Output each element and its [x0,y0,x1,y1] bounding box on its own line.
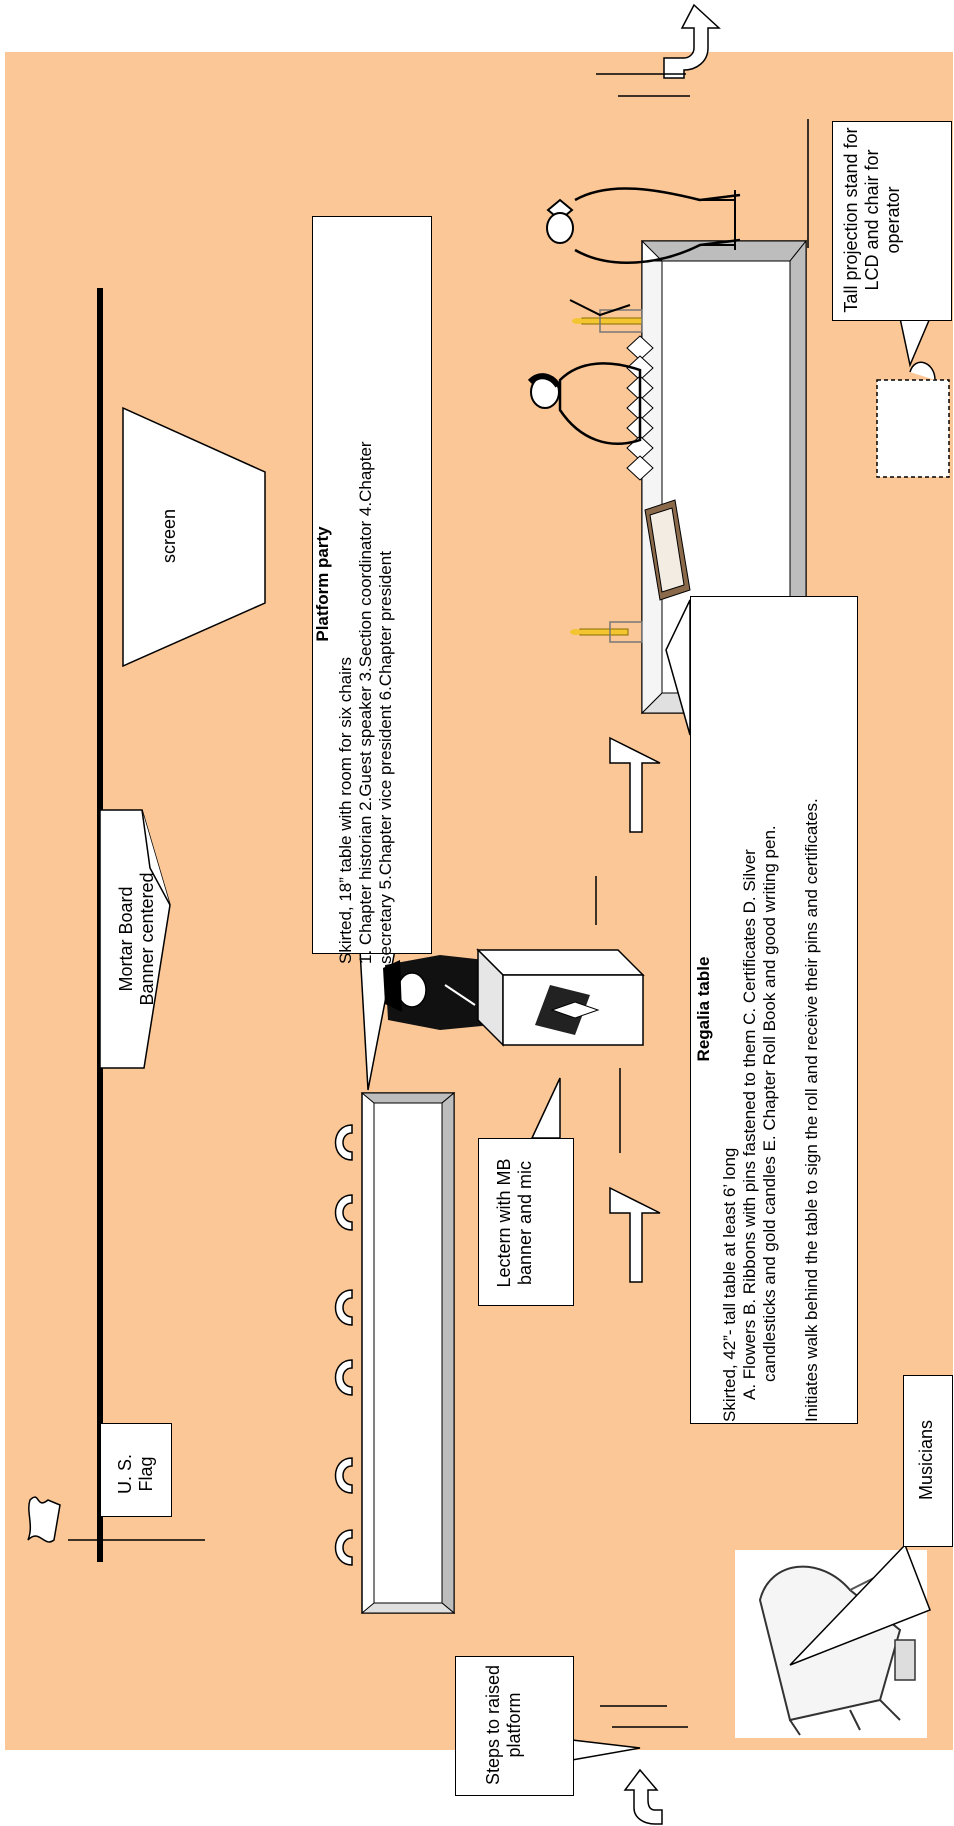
lectern-label: Lectern with MB banner and mic [494,1158,535,1288]
platform-party-callout [312,216,432,954]
screen-shape [122,406,266,668]
platform-party-line2: 1. Chapter historian 2.Guest speaker 3.S… [356,441,375,964]
projection-label: Tall projection stand for LCD and chair … [841,127,903,313]
arrow-icon [609,736,661,1283]
screen-label: screen [159,508,179,564]
regalia-table-callout [690,596,858,1424]
flag-icon [27,1496,205,1543]
graduate-icon [527,187,741,445]
regalia-table-line2: A. Flowers B. Ribbons with pins fastened… [740,849,759,1400]
steps-callout [455,1656,574,1796]
steps-label: Steps to raised platform [483,1664,524,1786]
projection-callout [832,121,952,321]
lectern-callout [478,1138,574,1306]
regalia-table-line1: Skirted, 42”- tall table at least 6’ lon… [720,1147,739,1422]
arrow-icon [600,1705,688,1825]
musicians-callout-pointer [789,1543,931,1666]
lectern-icon [476,948,645,1047]
regalia-table-line3: candlesticks and gold candles E. Chapter… [760,825,779,1382]
projection-callout-pointer [899,317,932,368]
banner-shape [99,809,171,1069]
lectern-callout-pointer [530,1077,561,1139]
regalia-table-title: Regalia table [694,956,713,1062]
arrow-icon [596,3,721,97]
platform-table [360,1091,456,1615]
candle-icon [570,309,643,643]
projection-stand [876,379,950,478]
us-flag-label: U. S. Flag [115,1454,156,1495]
chair-icon [334,1124,353,1566]
steps-callout-pointer [571,1739,641,1761]
book-icon [644,499,691,601]
graduate-icon [383,955,492,1030]
platform-party-line3: secretary 5.Chapter vice president 6.Cha… [376,551,395,964]
platform-party-text: Platform party Skirted, 18” table with r… [313,204,429,964]
regalia-table-line4: Initiates walk behind the table to sign … [802,798,821,1422]
platform-party-line1: Skirted, 18” table with room for six cha… [336,656,355,964]
musicians-callout [903,1375,953,1547]
regalia-table-text: Regalia table Skirted, 42”- tall table a… [694,596,854,1422]
platform-party-title: Platform party [313,526,332,642]
projection-chair [909,361,936,381]
mortar-board-banner-label: Mortar Board Banner centered [116,872,157,1006]
musicians-label: Musicians [916,1419,936,1501]
us-flag-callout [100,1423,172,1517]
